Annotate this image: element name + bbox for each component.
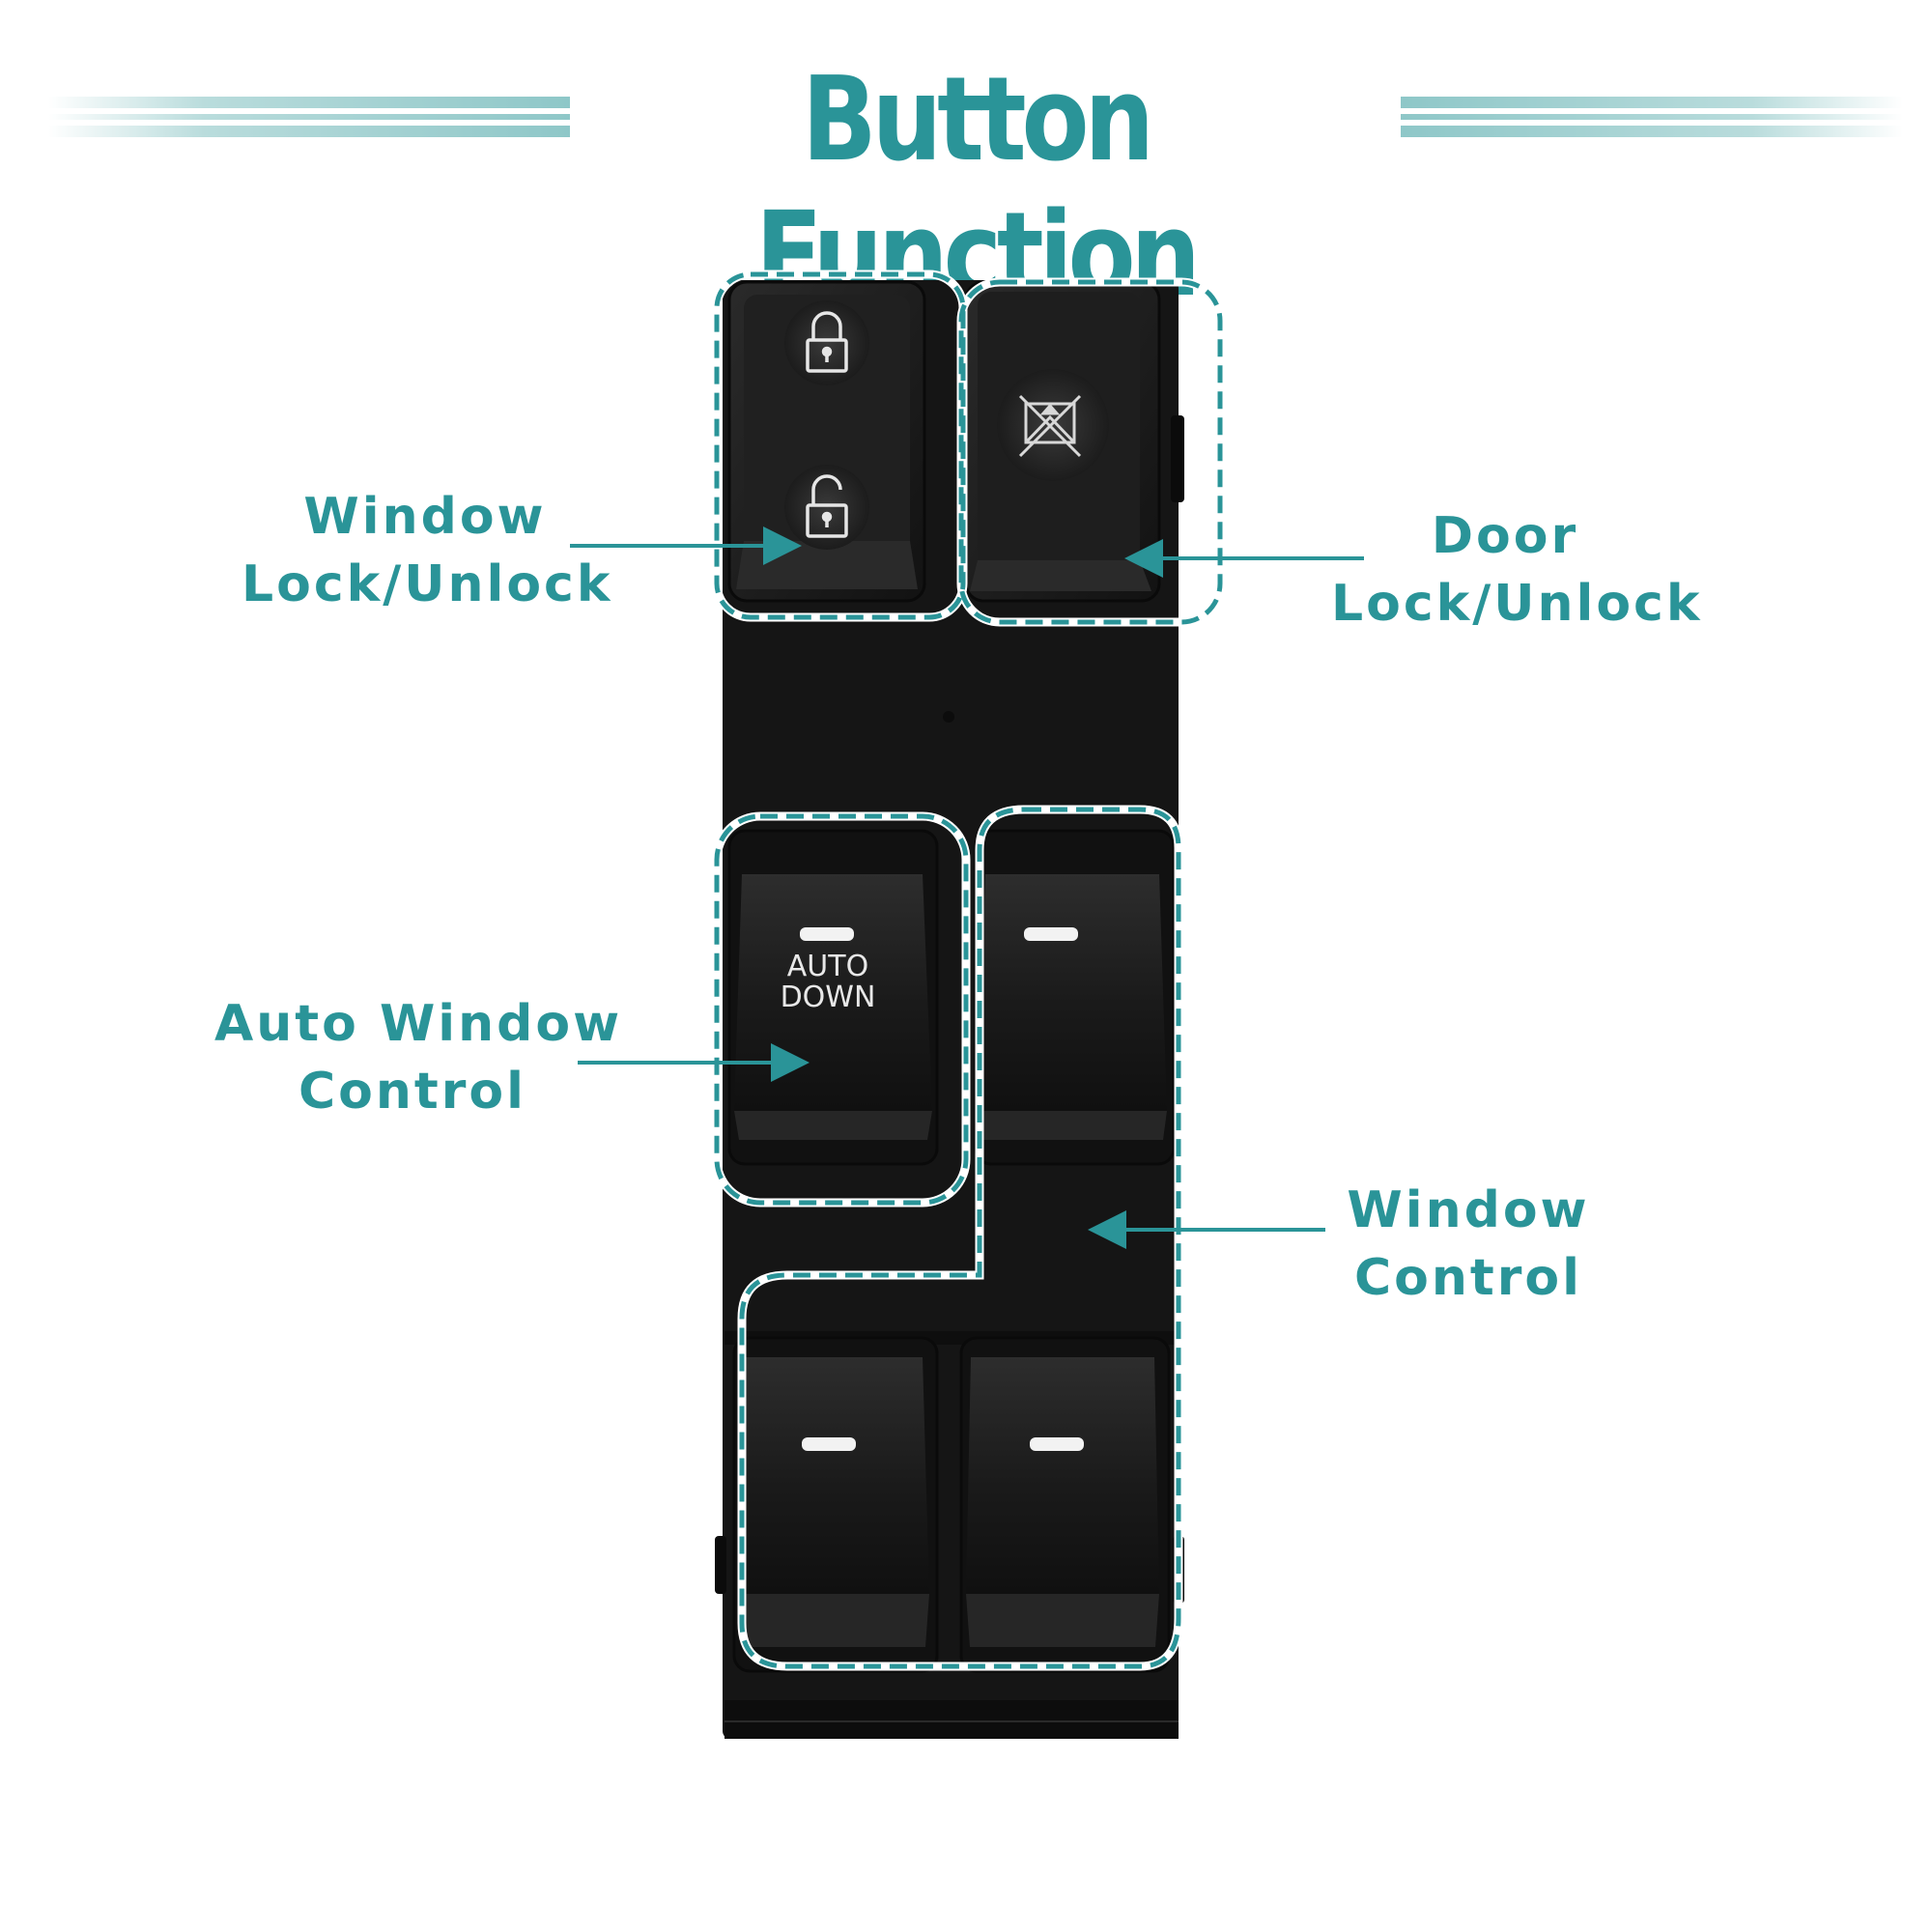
window-lock-label: Window Lock/Unlock [242,483,613,618]
panel-side-clip [1171,415,1184,502]
window-lock-label-line2: Lock/Unlock [242,555,613,613]
panel-screw-hole [943,711,954,723]
title-decoration-right [1401,97,1903,137]
window-control-label-line1: Window [1347,1181,1590,1239]
window-control-outline [739,807,1181,1669]
door-lock-outline [958,279,1223,625]
auto-window-label: Auto Window Control [214,990,623,1125]
highlight-outlines [714,271,1223,1669]
indicator-light [1030,1437,1084,1451]
auto-window-label-line2: Control [298,1063,526,1121]
door-lock-switch[interactable] [964,280,1161,603]
auto-label: AUTO [787,950,868,983]
window-control-label-line2: Control [1354,1249,1582,1307]
window-lock-switch[interactable] [727,280,926,603]
down-label: DOWN [781,980,876,1014]
window-control-label: Window Control [1333,1177,1604,1312]
window-switch-rear-right[interactable] [959,1336,1171,1673]
door-lock-label-line2: Lock/Unlock [1331,575,1703,633]
unlock-icon [806,474,848,538]
door-lock-label: Door Lock/Unlock [1331,502,1703,638]
panel-side-clip-left [715,1536,726,1594]
window-lock-label-line1: Window [303,488,547,546]
window-switch-rear-left[interactable] [732,1336,939,1673]
auto-indicator-light [800,927,854,941]
door-lock-disable-icon [1018,394,1082,458]
panel-base [724,1700,1179,1739]
auto-window-outline [714,813,969,1206]
door-lock-label-line1: Door [1431,507,1579,565]
auto-window-switch[interactable]: AUTO DOWN [727,829,939,1166]
indicator-light [802,1437,856,1451]
title-decoration-left [48,97,570,137]
lock-pad [784,300,869,385]
lock-icon [806,311,848,373]
indicator-light [1024,927,1078,941]
auto-window-label-line1: Auto Window [214,995,623,1053]
unlock-pad [784,465,869,550]
window-switch-front-right[interactable] [974,829,1176,1166]
callout-arrows [570,526,1364,1249]
